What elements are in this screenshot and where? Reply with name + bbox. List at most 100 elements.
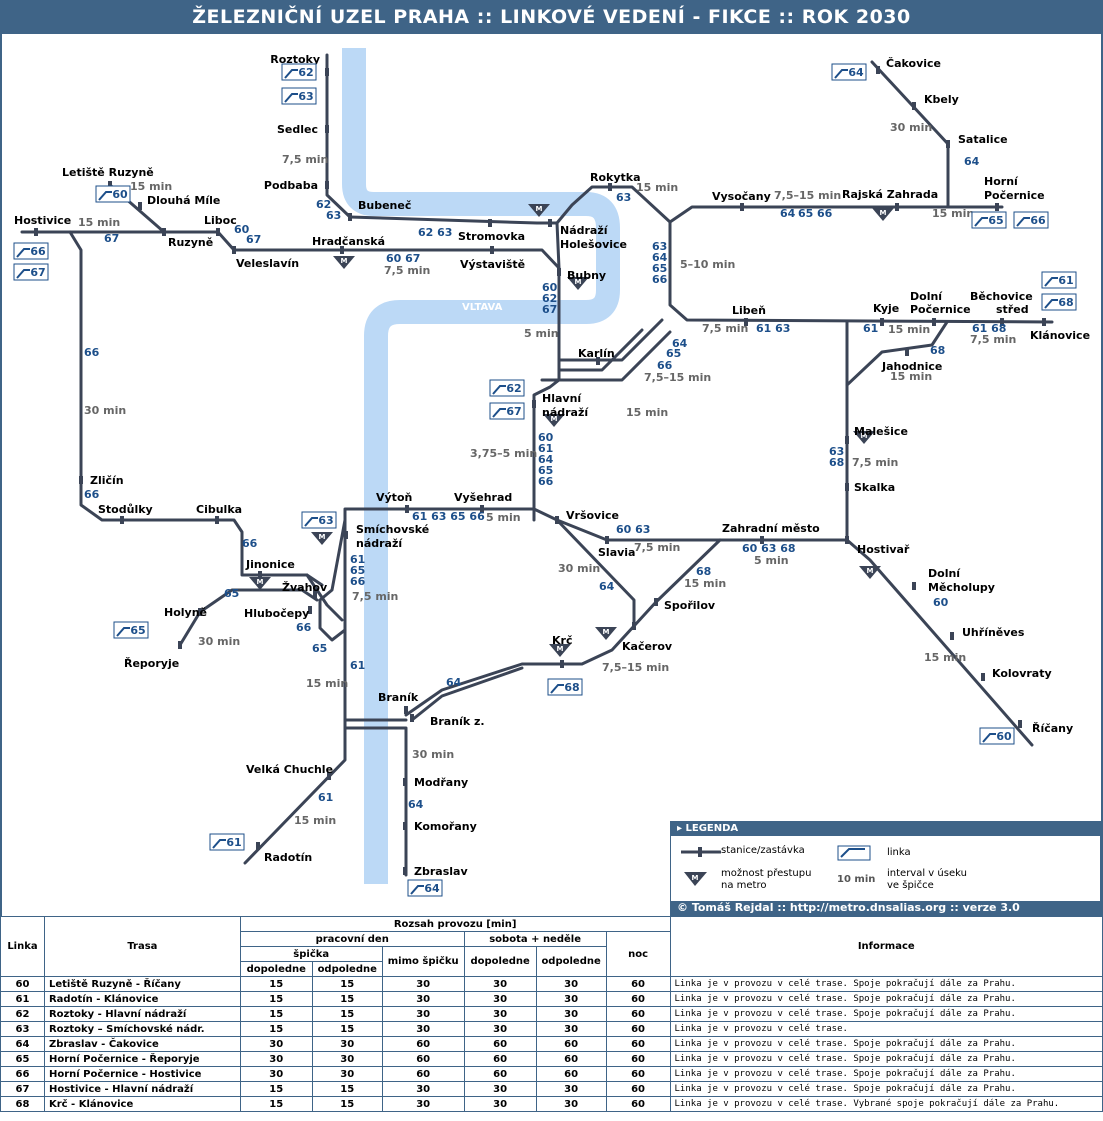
station-marker xyxy=(932,318,936,326)
station-marker xyxy=(912,582,916,590)
table-cell: Linka je v provozu v celé trase. Spoje p… xyxy=(669,1006,1103,1022)
station-label: Výstaviště xyxy=(460,258,525,271)
credit-line: © Tomáš Rejdal :: http://metro.dnsalias.… xyxy=(671,901,1100,915)
station-label: Braník xyxy=(378,691,419,704)
station-marker xyxy=(880,318,884,326)
interval-label: 30 min xyxy=(198,635,240,648)
station-label: Výtoň xyxy=(376,491,412,504)
header-line: Linka xyxy=(0,916,45,977)
line-number-label: 61 xyxy=(350,659,365,672)
line-number-label: 61 xyxy=(538,442,553,455)
station-label: Slavia xyxy=(598,546,635,559)
table-cell: 60 xyxy=(605,1021,671,1037)
table-cell: Linka je v provozu v celé trase. xyxy=(669,1021,1103,1037)
terminal-line-badge: 66 xyxy=(13,242,49,260)
station-label: Vršovice xyxy=(566,509,619,522)
interval-label: 7,5 min xyxy=(352,590,398,603)
interval-label: 7,5–15 min xyxy=(602,661,669,674)
line-number-label: 64 xyxy=(599,580,615,593)
table-cell: 60 xyxy=(605,1081,671,1097)
interval-label: 15 min xyxy=(932,207,974,220)
station-marker xyxy=(740,203,744,211)
terminal-line-badge: 66 xyxy=(1013,211,1049,229)
table-cell: 30 xyxy=(535,976,607,992)
station-markers xyxy=(34,66,1046,875)
station-marker xyxy=(488,219,492,227)
station-label: Dolní xyxy=(910,290,943,303)
station-label: Rokytka xyxy=(590,171,641,184)
page-title: ŽELEZNIČNÍ UZEL PRAHA :: LINKOVÉ VEDENÍ … xyxy=(0,0,1103,34)
metro-icon: M xyxy=(333,256,355,269)
metro-icon: M xyxy=(311,532,333,545)
station-marker xyxy=(876,66,880,74)
station-label: Ruzyně xyxy=(168,236,213,249)
station-label: Jahodnice xyxy=(881,360,942,373)
line-number-label: 62 63 xyxy=(418,226,452,239)
table-cell: 15 xyxy=(239,976,313,992)
station-label: Cibulka xyxy=(196,503,242,516)
station-label: Liboc xyxy=(204,214,237,227)
train-icon xyxy=(837,845,871,861)
line-number-label: 66 xyxy=(84,488,100,501)
station-marker xyxy=(654,598,658,606)
station-label: Vysočany xyxy=(712,190,771,203)
station-label: Spořilov xyxy=(664,599,716,612)
svg-text:M: M xyxy=(692,874,699,882)
svg-text:M: M xyxy=(536,205,543,213)
line-number-label: 66 xyxy=(538,475,554,488)
station-label: Veleslavín xyxy=(236,257,299,270)
station-marker xyxy=(744,318,748,326)
table-cell: 30 xyxy=(381,991,465,1007)
svg-text:63: 63 xyxy=(298,90,313,103)
table-cell: 30 xyxy=(535,991,607,1007)
station-marker xyxy=(1000,318,1004,326)
station-label: Sedlec xyxy=(277,123,318,136)
line-number-label: 64 xyxy=(408,798,424,811)
svg-text:M: M xyxy=(551,415,558,423)
table-cell: 15 xyxy=(239,1006,313,1022)
station-label: nádraží xyxy=(542,406,589,419)
metro-icon: M xyxy=(859,566,881,579)
table-cell: 60 xyxy=(535,1036,607,1052)
table-cell: 60 xyxy=(605,1096,671,1112)
svg-text:60: 60 xyxy=(112,188,128,201)
station-label: Hostivař xyxy=(857,543,910,556)
table-cell: 30 xyxy=(535,1096,607,1112)
legend-line-text: linka xyxy=(887,847,911,858)
table-cell: 60 xyxy=(463,1036,537,1052)
line-number-label: 61 xyxy=(318,791,333,804)
line-number-label: 68 xyxy=(696,565,711,578)
station-label: Dlouhá Míle xyxy=(147,194,220,207)
table-cell: Roztoky - Hlavní nádraží xyxy=(43,1006,241,1022)
station-label: Počernice xyxy=(984,189,1045,202)
line-number-label: 61 68 xyxy=(972,322,1006,335)
header-info: Informace xyxy=(669,916,1103,977)
table-cell: 15 xyxy=(311,1096,383,1112)
line-number-label: 66 xyxy=(652,273,668,286)
station-marker xyxy=(532,400,536,408)
interval-label: 7,5 min xyxy=(702,322,748,335)
station-marker xyxy=(162,228,166,236)
interval-label: 7,5–15 min xyxy=(644,371,711,384)
station-label: Rajská Zahrada xyxy=(842,188,938,201)
station-label: Vyšehrad xyxy=(454,491,512,504)
metro-icon: M xyxy=(249,577,271,590)
table-cell: 15 xyxy=(311,976,383,992)
station-marker xyxy=(480,505,484,513)
table-cell: 30 xyxy=(239,1051,313,1067)
station-marker xyxy=(1018,720,1022,728)
station-label: Kolovraty xyxy=(992,667,1052,680)
station-label: Klánovice xyxy=(1030,329,1090,342)
station-marker xyxy=(548,219,552,227)
station-label: Malešice xyxy=(854,425,908,438)
interval-label: 7,5 min xyxy=(634,541,680,554)
station-label: Karlín xyxy=(578,347,615,360)
line-number-label: 65 xyxy=(224,587,239,600)
